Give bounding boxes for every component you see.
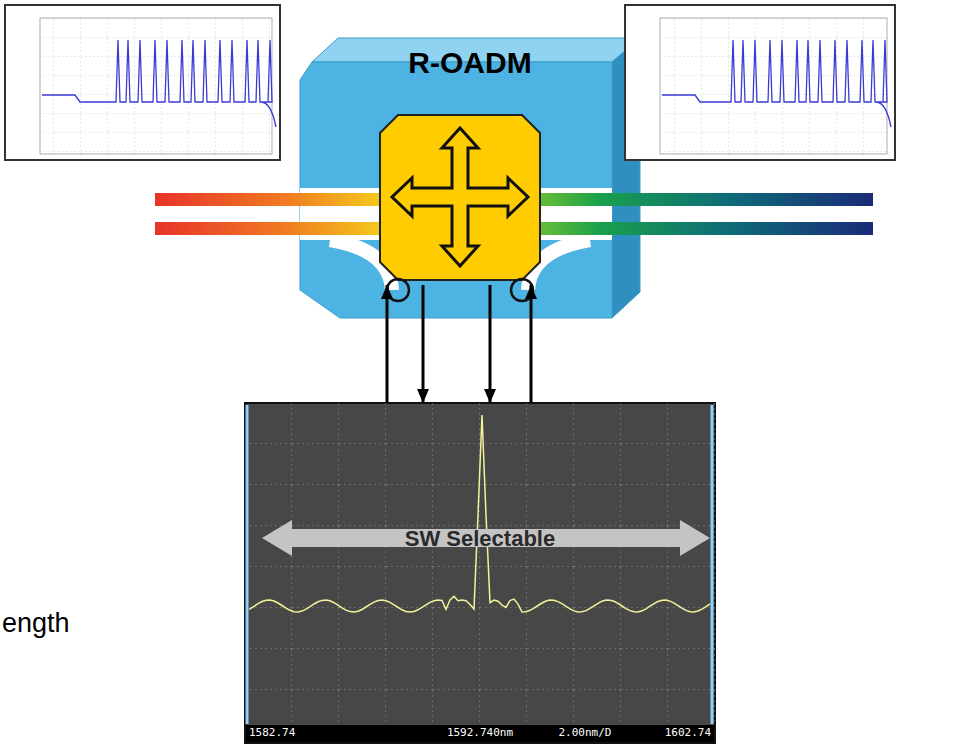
signal-arrow bbox=[417, 285, 429, 403]
signal-arrow bbox=[525, 285, 537, 403]
device-title: R-OADM bbox=[300, 46, 640, 80]
axis-label: 2.00nm/D bbox=[545, 726, 625, 739]
roadm-housing bbox=[300, 38, 640, 318]
roadm-node: R-OADM bbox=[300, 40, 640, 285]
osa-screenshot bbox=[625, 5, 895, 160]
signal-arrow bbox=[381, 285, 393, 403]
osa-screen bbox=[245, 403, 715, 743]
axis-label: 1602.74 bbox=[611, 726, 711, 739]
axis-label: 1592.740nm bbox=[425, 726, 535, 739]
signal-arrow bbox=[484, 285, 496, 403]
wavelength-switch bbox=[380, 115, 540, 280]
side-label: ength bbox=[2, 608, 70, 639]
range-label: SW Selectable bbox=[245, 526, 715, 552]
axis-label: 1582.74 bbox=[249, 726, 349, 739]
spectrum-display: SW Selectable 1582.74 1592.740nm 2.00nm/D16… bbox=[245, 403, 715, 743]
osa-screenshot bbox=[5, 5, 280, 160]
